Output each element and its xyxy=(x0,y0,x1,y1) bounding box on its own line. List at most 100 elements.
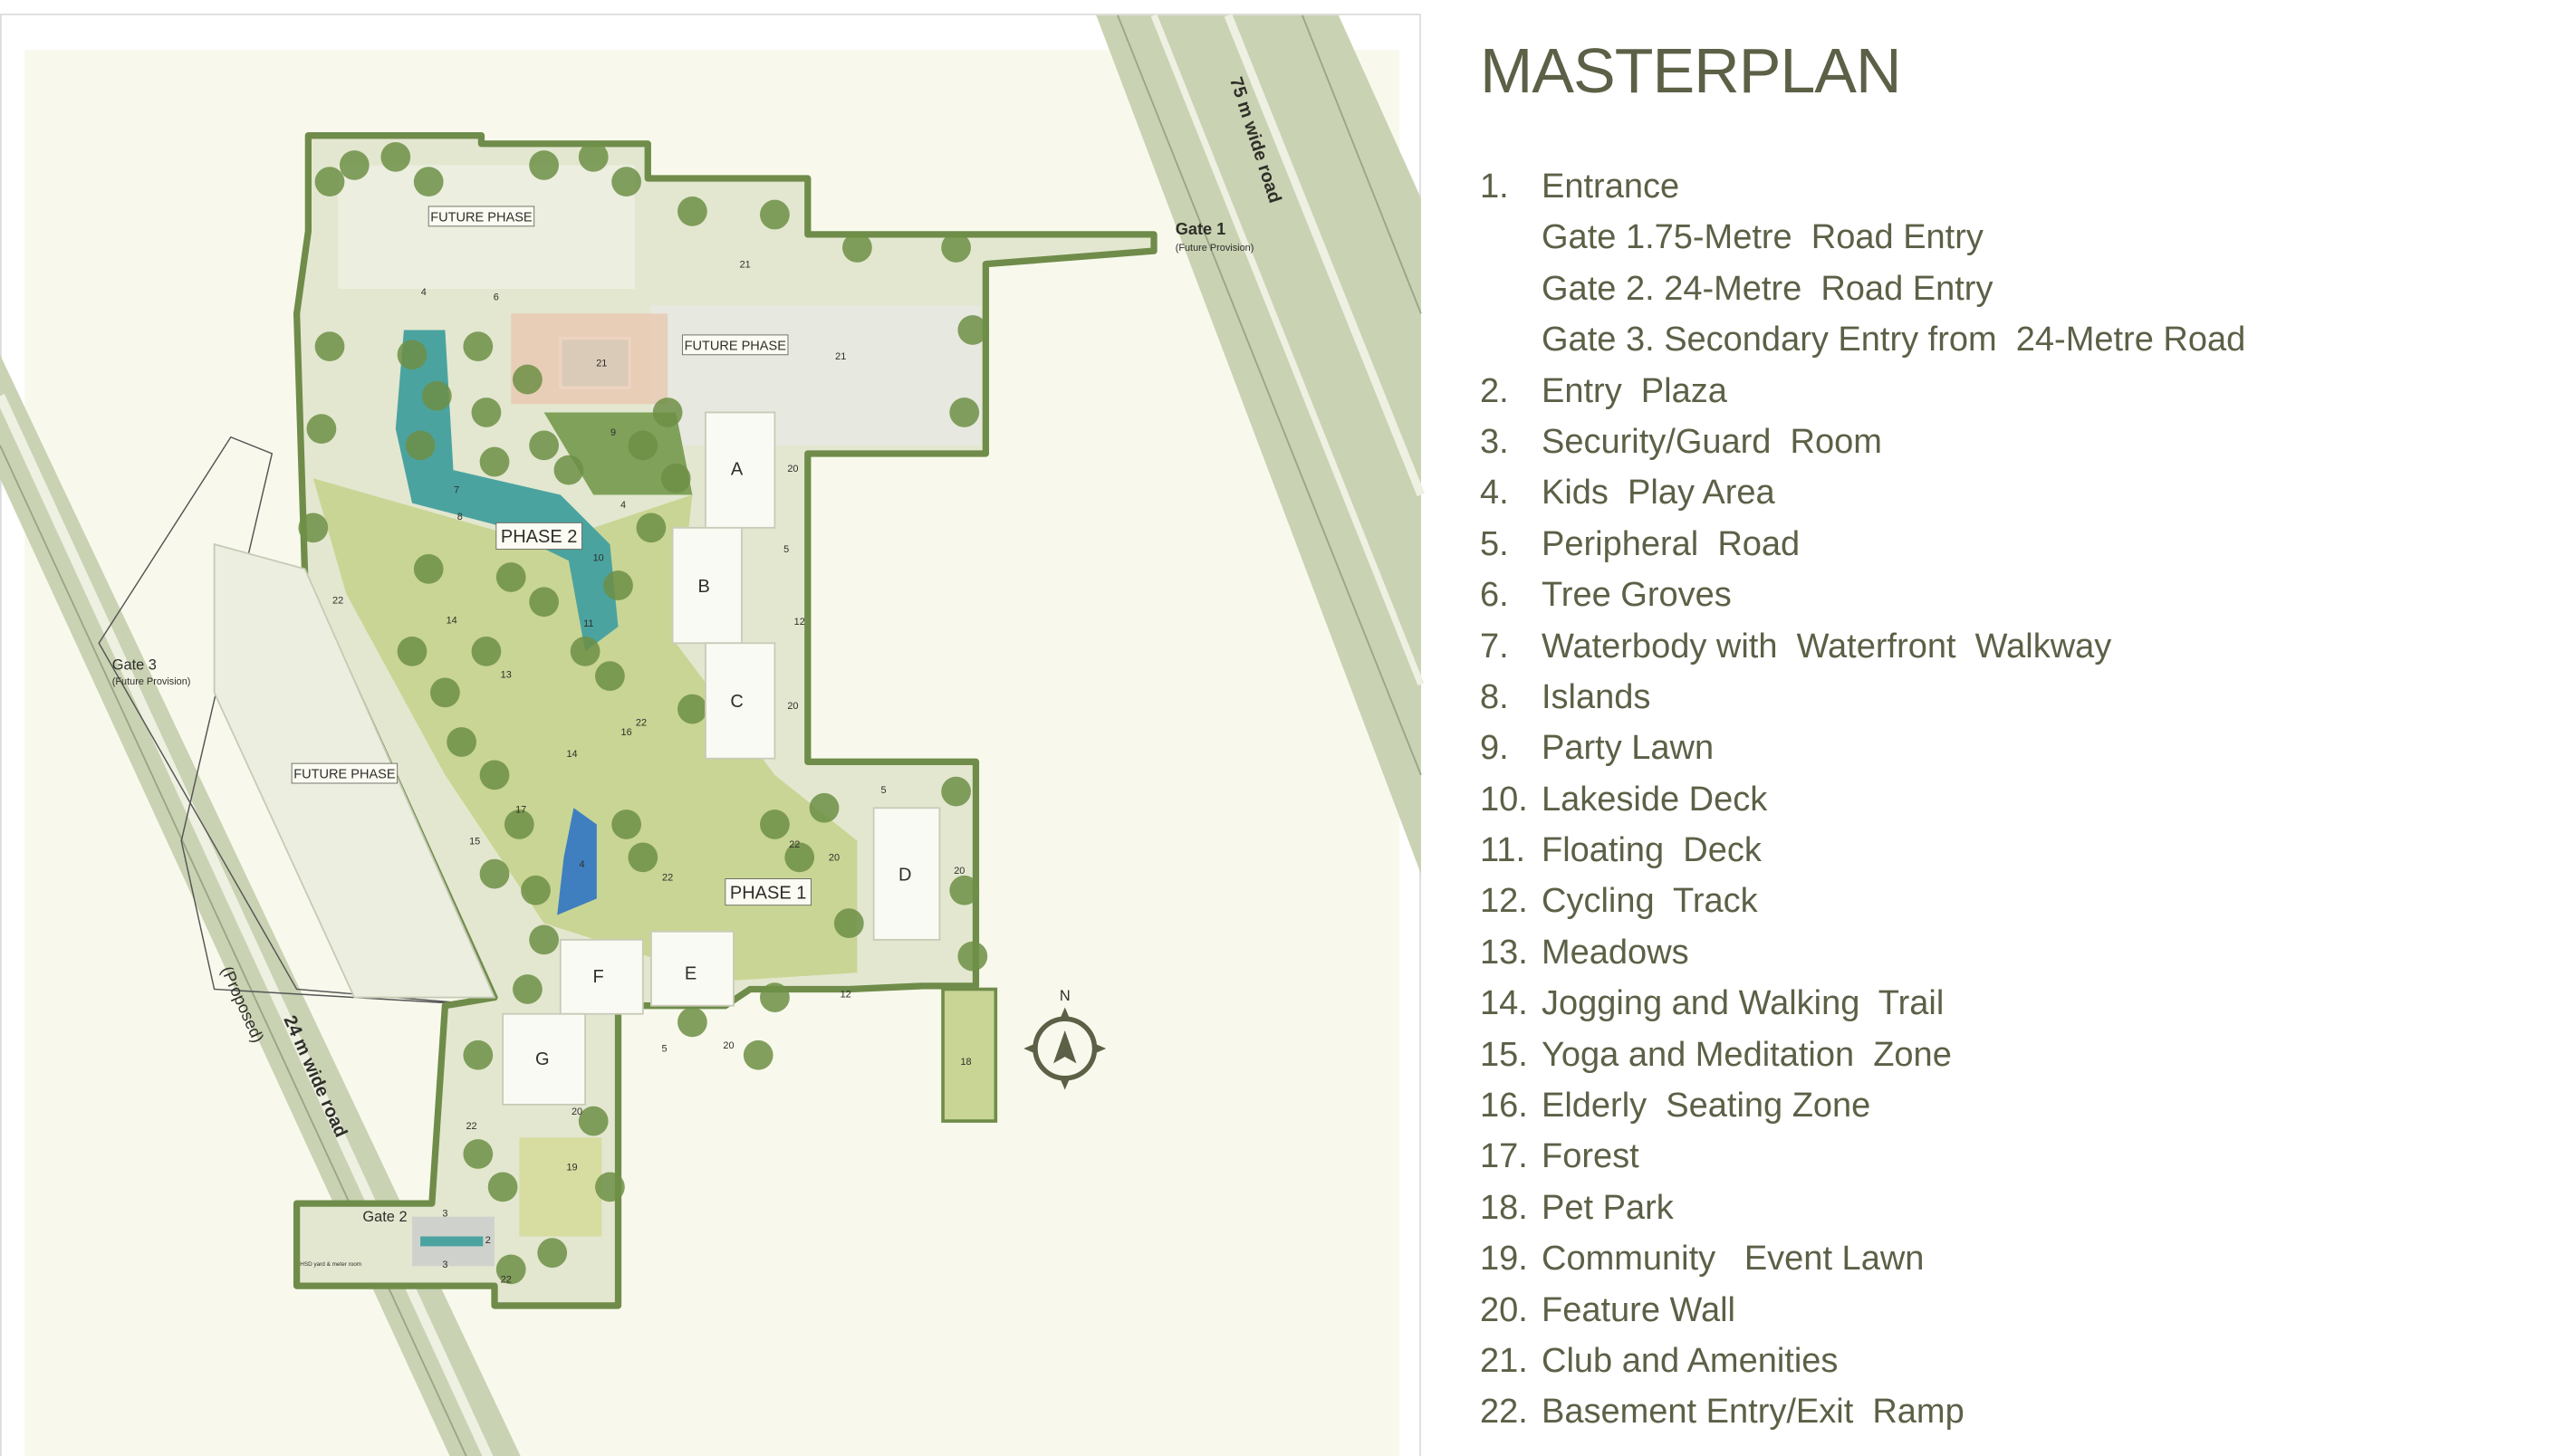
tree-cluster xyxy=(941,233,972,263)
page-title: MASTERPLAN xyxy=(1480,35,1902,106)
amenity-number: 13 xyxy=(501,669,512,680)
amenity-number: 8 xyxy=(457,512,463,522)
tree-cluster xyxy=(339,150,370,180)
event-lawn xyxy=(519,1137,602,1237)
legend-number: 3. xyxy=(1480,422,1509,461)
amenity-number: 19 xyxy=(566,1163,577,1173)
legend-label: Floating Deck xyxy=(1542,831,1762,870)
tree-cluster xyxy=(760,982,790,1012)
tree-cluster xyxy=(413,553,444,584)
tower-block xyxy=(671,526,743,645)
legend-label: Party Lawn xyxy=(1542,729,1715,768)
legend-number: 10. xyxy=(1480,780,1528,819)
tree-cluster xyxy=(784,842,815,873)
tree-cluster xyxy=(463,1139,494,1169)
amenity-number: 22 xyxy=(332,596,343,607)
tower-label: G xyxy=(535,1049,550,1069)
tree-cluster xyxy=(957,941,988,972)
amenity-number: 20 xyxy=(572,1106,582,1117)
tree-cluster xyxy=(471,398,502,427)
tree-cluster xyxy=(537,1238,568,1269)
amenity-number: 4 xyxy=(579,859,584,870)
legend-item: 18.Pet Park xyxy=(1480,1183,2245,1233)
legend-number: 14. xyxy=(1480,984,1528,1023)
amenity-number: 17 xyxy=(515,805,526,816)
tree-cluster xyxy=(677,1007,707,1038)
amenity-number: 12 xyxy=(794,617,805,627)
legend-item: Gate 3. Secondary Entry from 24-Metre Ro… xyxy=(1480,314,2245,365)
club-area xyxy=(650,305,981,445)
gate-2-label: Gate 2 xyxy=(362,1209,407,1225)
tree-cluster xyxy=(611,809,641,839)
tree-cluster xyxy=(660,463,691,493)
future-phase-label: FUTURE PHASE xyxy=(430,210,533,225)
tower-label: B xyxy=(697,577,709,597)
tree-cluster xyxy=(578,1106,609,1136)
tower-block xyxy=(559,938,644,1015)
waterbody xyxy=(395,330,619,652)
tree-cluster xyxy=(529,430,559,461)
legend-label: Yoga and Meditation Zone xyxy=(1542,1035,1952,1074)
tower-label: A xyxy=(731,460,744,480)
legend-number: 4. xyxy=(1480,474,1509,512)
amenity-number: 22 xyxy=(636,717,647,728)
gate-3-note: (Future Provision) xyxy=(112,676,191,687)
legend-number: 12. xyxy=(1480,882,1528,921)
tree-cluster xyxy=(397,636,428,666)
legend-item: 19.Community Event Lawn xyxy=(1480,1233,2245,1284)
legend-number: 16. xyxy=(1480,1087,1528,1126)
amenity-number: 14 xyxy=(447,615,457,626)
amenity-number: 22 xyxy=(789,839,800,850)
tree-cluster xyxy=(298,512,329,543)
tree-cluster xyxy=(463,1039,494,1070)
legend-item: 15.Yoga and Meditation Zone xyxy=(1480,1030,2245,1080)
legend-item: 13.Meadows xyxy=(1480,927,2245,978)
tree-cluster xyxy=(743,1039,773,1070)
legend-number: 13. xyxy=(1480,933,1528,972)
meadow xyxy=(312,478,858,982)
legend-number: 19. xyxy=(1480,1240,1528,1279)
amenity-number: 14 xyxy=(566,749,577,760)
amenity-number: 2 xyxy=(485,1235,491,1246)
gate2-water xyxy=(420,1236,484,1247)
amenity-number: 6 xyxy=(494,292,499,303)
amenity-number: 16 xyxy=(621,727,632,738)
tree-cluster xyxy=(957,315,988,345)
tower-label: F xyxy=(593,967,604,987)
legend-item: 9.Party Lawn xyxy=(1480,723,2245,773)
tree-cluster xyxy=(529,150,559,180)
amenity-number: 3 xyxy=(442,1209,447,1220)
legend-number: 17. xyxy=(1480,1137,1528,1176)
legend-item: 8.Islands xyxy=(1480,672,2245,723)
legend-label: Waterbody with Waterfront Walkway xyxy=(1542,627,2112,666)
tree-cluster xyxy=(949,875,980,905)
tree-cluster xyxy=(306,414,337,445)
tower-block xyxy=(705,411,776,529)
tree-cluster xyxy=(380,141,411,172)
legend-label: Elderly Seating Zone xyxy=(1542,1087,1871,1126)
legend-label: Feature Wall xyxy=(1542,1290,1735,1329)
amenity-number: 11 xyxy=(583,618,593,629)
tree-cluster xyxy=(570,636,600,666)
tree-cluster xyxy=(833,908,864,939)
legend-item: 2.Entry Plaza xyxy=(1480,366,2245,417)
amenity-number: 20 xyxy=(787,464,798,474)
legend-label: Peripheral Road xyxy=(1542,524,1801,563)
gate-3-label: Gate 3 xyxy=(112,656,157,673)
tree-cluster xyxy=(611,167,641,197)
legend-number: 2. xyxy=(1480,371,1509,410)
tree-cluster xyxy=(495,562,526,592)
legend-label: Tree Groves xyxy=(1542,576,1732,615)
amenity-number: 22 xyxy=(501,1274,512,1285)
legend-number: 22. xyxy=(1480,1393,1528,1432)
amenity-number: 21 xyxy=(835,351,846,362)
tree-cluster xyxy=(521,875,551,905)
amenity-number: 9 xyxy=(610,427,616,438)
tree-cluster xyxy=(760,199,790,230)
legend-label: Club and Amenities xyxy=(1542,1341,1839,1380)
amenity-number: 5 xyxy=(783,544,789,555)
future-phase-label: FUTURE PHASE xyxy=(293,768,396,782)
future-phase-label: FUTURE PHASE xyxy=(685,339,787,353)
